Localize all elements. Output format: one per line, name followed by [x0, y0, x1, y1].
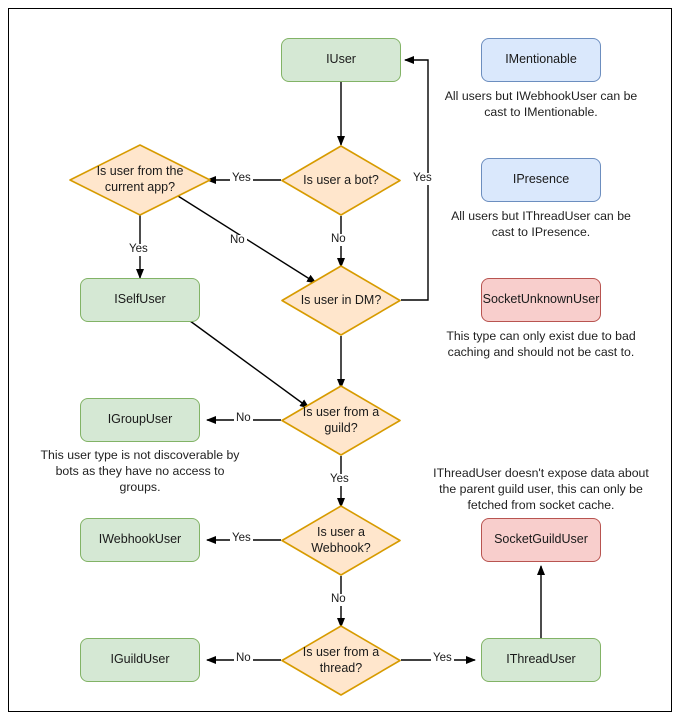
diamond-shape: [69, 144, 211, 216]
node-socketguilduser-label: SocketGuildUser: [494, 532, 588, 547]
note-igroupuser: This user type is not discoverable by bo…: [40, 448, 240, 494]
node-iwebhookuser-label: IWebhookUser: [98, 532, 182, 547]
diamond-shape: [281, 505, 401, 576]
edge-label-webhook-yes-iwebhookuser: Yes: [230, 532, 253, 545]
node-igroupuser-label: IGroupUser: [107, 412, 173, 427]
node-is-user-from-a-thread-label: Is user from a thread?: [302, 644, 380, 675]
node-is-user-from-current-app[interactable]: Is user from the current app?: [69, 144, 211, 216]
node-is-user-a-bot-label: Is user a bot?: [303, 172, 379, 187]
node-iuser[interactable]: IUser: [281, 38, 401, 82]
diamond-shape: [281, 145, 401, 216]
node-ipresence-label: IPresence: [512, 172, 570, 187]
edge-label-currentapp-yes-iselfuser: Yes: [127, 243, 150, 256]
edge-label-thread-no-iguilduser: No: [234, 652, 253, 665]
node-iselfuser[interactable]: ISelfUser: [80, 278, 200, 322]
node-is-user-in-dm[interactable]: Is user in DM?: [281, 265, 401, 336]
edge-label-bot-yes-iuser: Yes: [411, 172, 434, 185]
node-is-user-a-webhook-label: Is user a Webhook?: [311, 524, 371, 555]
diamond-shape: [281, 625, 401, 696]
edge-label-bot-yes-currentapp: Yes: [230, 172, 253, 185]
node-iguilduser-label: IGuildUser: [110, 652, 170, 667]
node-socketunknownuser[interactable]: SocketUnknownUser: [481, 278, 601, 322]
node-iselfuser-label: ISelfUser: [114, 292, 166, 307]
edge-label-currentapp-no-dm: No: [228, 234, 247, 247]
note-socketunknownuser: This type can only exist due to bad cach…: [446, 329, 636, 359]
node-is-user-from-a-thread[interactable]: Is user from a thread?: [281, 625, 401, 696]
edge-label-guild-no-igroupuser: No: [234, 412, 253, 425]
edge-label-bot-no-dm: No: [329, 233, 348, 246]
node-is-user-from-current-app-label: Is user from the current app?: [96, 164, 184, 194]
edge-label-thread-yes-ithreaduser: Yes: [431, 652, 454, 665]
note-imentionable: All users but IWebhookUser can be cast t…: [444, 89, 638, 119]
node-is-user-a-webhook[interactable]: Is user a Webhook?: [281, 505, 401, 576]
node-iuser-label: IUser: [326, 52, 356, 67]
node-ithreaduser-label: IThreadUser: [506, 652, 576, 667]
node-imentionable[interactable]: IMentionable: [481, 38, 601, 82]
edge-label-guild-yes-webhook: Yes: [328, 473, 351, 486]
node-is-user-from-a-guild-label: Is user from a guild?: [302, 404, 380, 435]
diamond-shape: [281, 385, 401, 456]
node-is-user-in-dm-label: Is user in DM?: [300, 292, 382, 307]
node-is-user-a-bot[interactable]: Is user a bot?: [281, 145, 401, 216]
node-igroupuser[interactable]: IGroupUser: [80, 398, 200, 442]
node-socketunknownuser-label: SocketUnknownUser: [482, 292, 600, 307]
note-socketguilduser: IThreadUser doesn't expose data about th…: [433, 466, 649, 512]
edge-label-webhook-no-thread: No: [329, 593, 348, 606]
note-ipresence: All users but IThreadUser can be cast to…: [451, 209, 631, 239]
node-socketguilduser[interactable]: SocketGuildUser: [481, 518, 601, 562]
node-ithreaduser[interactable]: IThreadUser: [481, 638, 601, 682]
diamond-shape: [281, 265, 401, 336]
node-iguilduser[interactable]: IGuildUser: [80, 638, 200, 682]
node-is-user-from-a-guild[interactable]: Is user from a guild?: [281, 385, 401, 456]
node-ipresence[interactable]: IPresence: [481, 158, 601, 202]
node-imentionable-label: IMentionable: [505, 52, 577, 67]
node-iwebhookuser[interactable]: IWebhookUser: [80, 518, 200, 562]
